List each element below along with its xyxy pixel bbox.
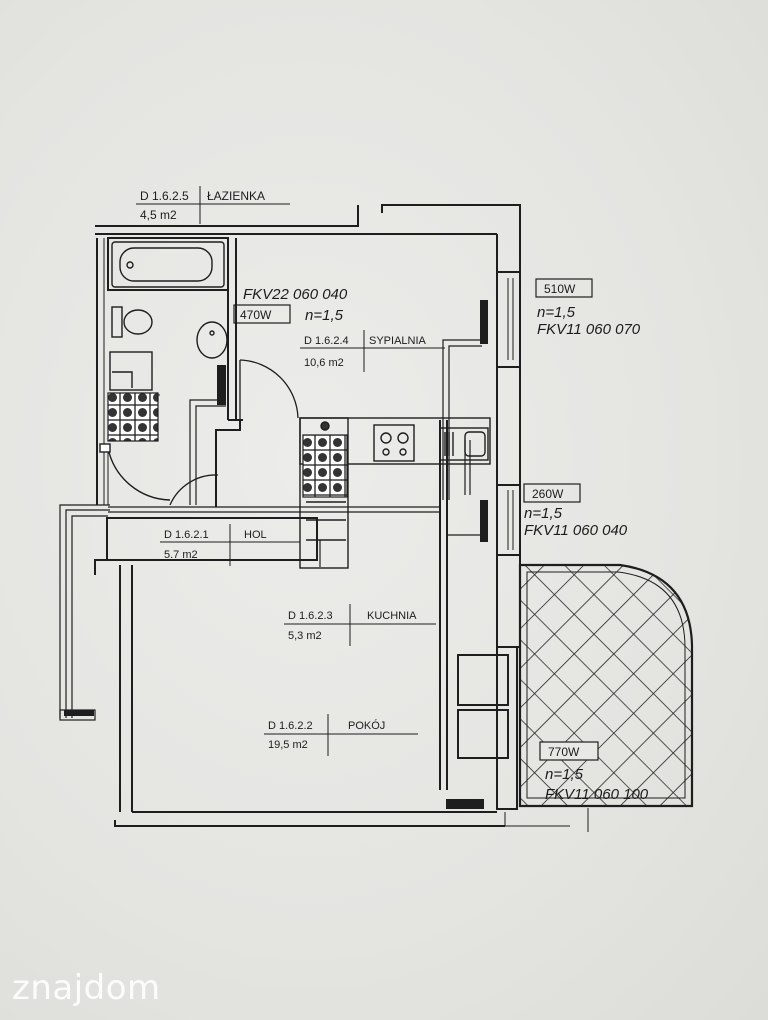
- room-code: D 1.6.2.1: [164, 529, 209, 541]
- radiator-model: FKV11 060 040: [524, 522, 628, 539]
- radiator-power: 510W: [544, 282, 576, 296]
- heating-pipes: [59, 339, 484, 721]
- radiator-power: 260W: [532, 487, 564, 501]
- radiator-label-470: FKV22 060 040 470W n=1,5: [233, 286, 348, 324]
- kitchen-fixtures: [299, 417, 491, 569]
- radiator-label-510: 510W n=1,5 FKV11 060 070: [535, 278, 641, 338]
- room-area: 5,3 m2: [288, 630, 322, 642]
- label-lazienka: D 1.6.2.5 ŁAZIENKA 4,5 m2: [136, 186, 290, 224]
- radiator-n: n=1,5: [545, 766, 584, 783]
- watermark-logo: znajdom: [12, 968, 161, 1008]
- room-code: D 1.6.2.3: [288, 610, 333, 622]
- room-name: ŁAZIENKA: [207, 189, 265, 203]
- room-area: 19,5 m2: [268, 739, 308, 751]
- walls: [94, 204, 570, 827]
- radiator-label-770: 770W n=1,5 FKV11 060 100: [539, 741, 649, 803]
- room-name: SYPIALNIA: [369, 335, 427, 347]
- radiator-model: FKV22 060 040: [243, 286, 348, 303]
- radiator-power: 770W: [548, 745, 580, 759]
- room-area: 4,5 m2: [140, 208, 177, 222]
- room-area: 5.7 m2: [164, 549, 198, 561]
- radiator-model: FKV11 060 100: [545, 786, 649, 803]
- room-area: 10,6 m2: [304, 357, 344, 369]
- label-hol: D 1.6.2.1 HOL 5.7 m2: [160, 524, 300, 566]
- room-code: D 1.6.2.4: [304, 335, 349, 347]
- label-sypialnia: D 1.6.2.4 SYPIALNIA 10,6 m2: [300, 330, 445, 372]
- radiator-marks: [64, 300, 488, 716]
- bedroom-door: [169, 359, 299, 506]
- radiator-n: n=1,5: [305, 307, 344, 324]
- radiator-n: n=1,5: [524, 505, 563, 522]
- radiator-n: n=1,5: [537, 304, 576, 321]
- radiator-power: 470W: [240, 308, 272, 322]
- radiator-model: FKV11 060 070: [537, 321, 641, 338]
- bathroom-fixtures: [99, 241, 228, 505]
- label-pokoj: D 1.6.2.2 POKÓJ 19,5 m2: [264, 714, 418, 756]
- radiator-label-260: 260W n=1,5 FKV11 060 040: [523, 483, 628, 539]
- room-code: D 1.6.2.2: [268, 720, 313, 732]
- room-code: D 1.6.2.5: [140, 189, 189, 203]
- room-name: KUCHNIA: [367, 610, 417, 622]
- room-name: HOL: [244, 529, 267, 541]
- label-kuchnia: D 1.6.2.3 KUCHNIA 5,3 m2: [284, 604, 436, 646]
- room-name: POKÓJ: [348, 719, 385, 732]
